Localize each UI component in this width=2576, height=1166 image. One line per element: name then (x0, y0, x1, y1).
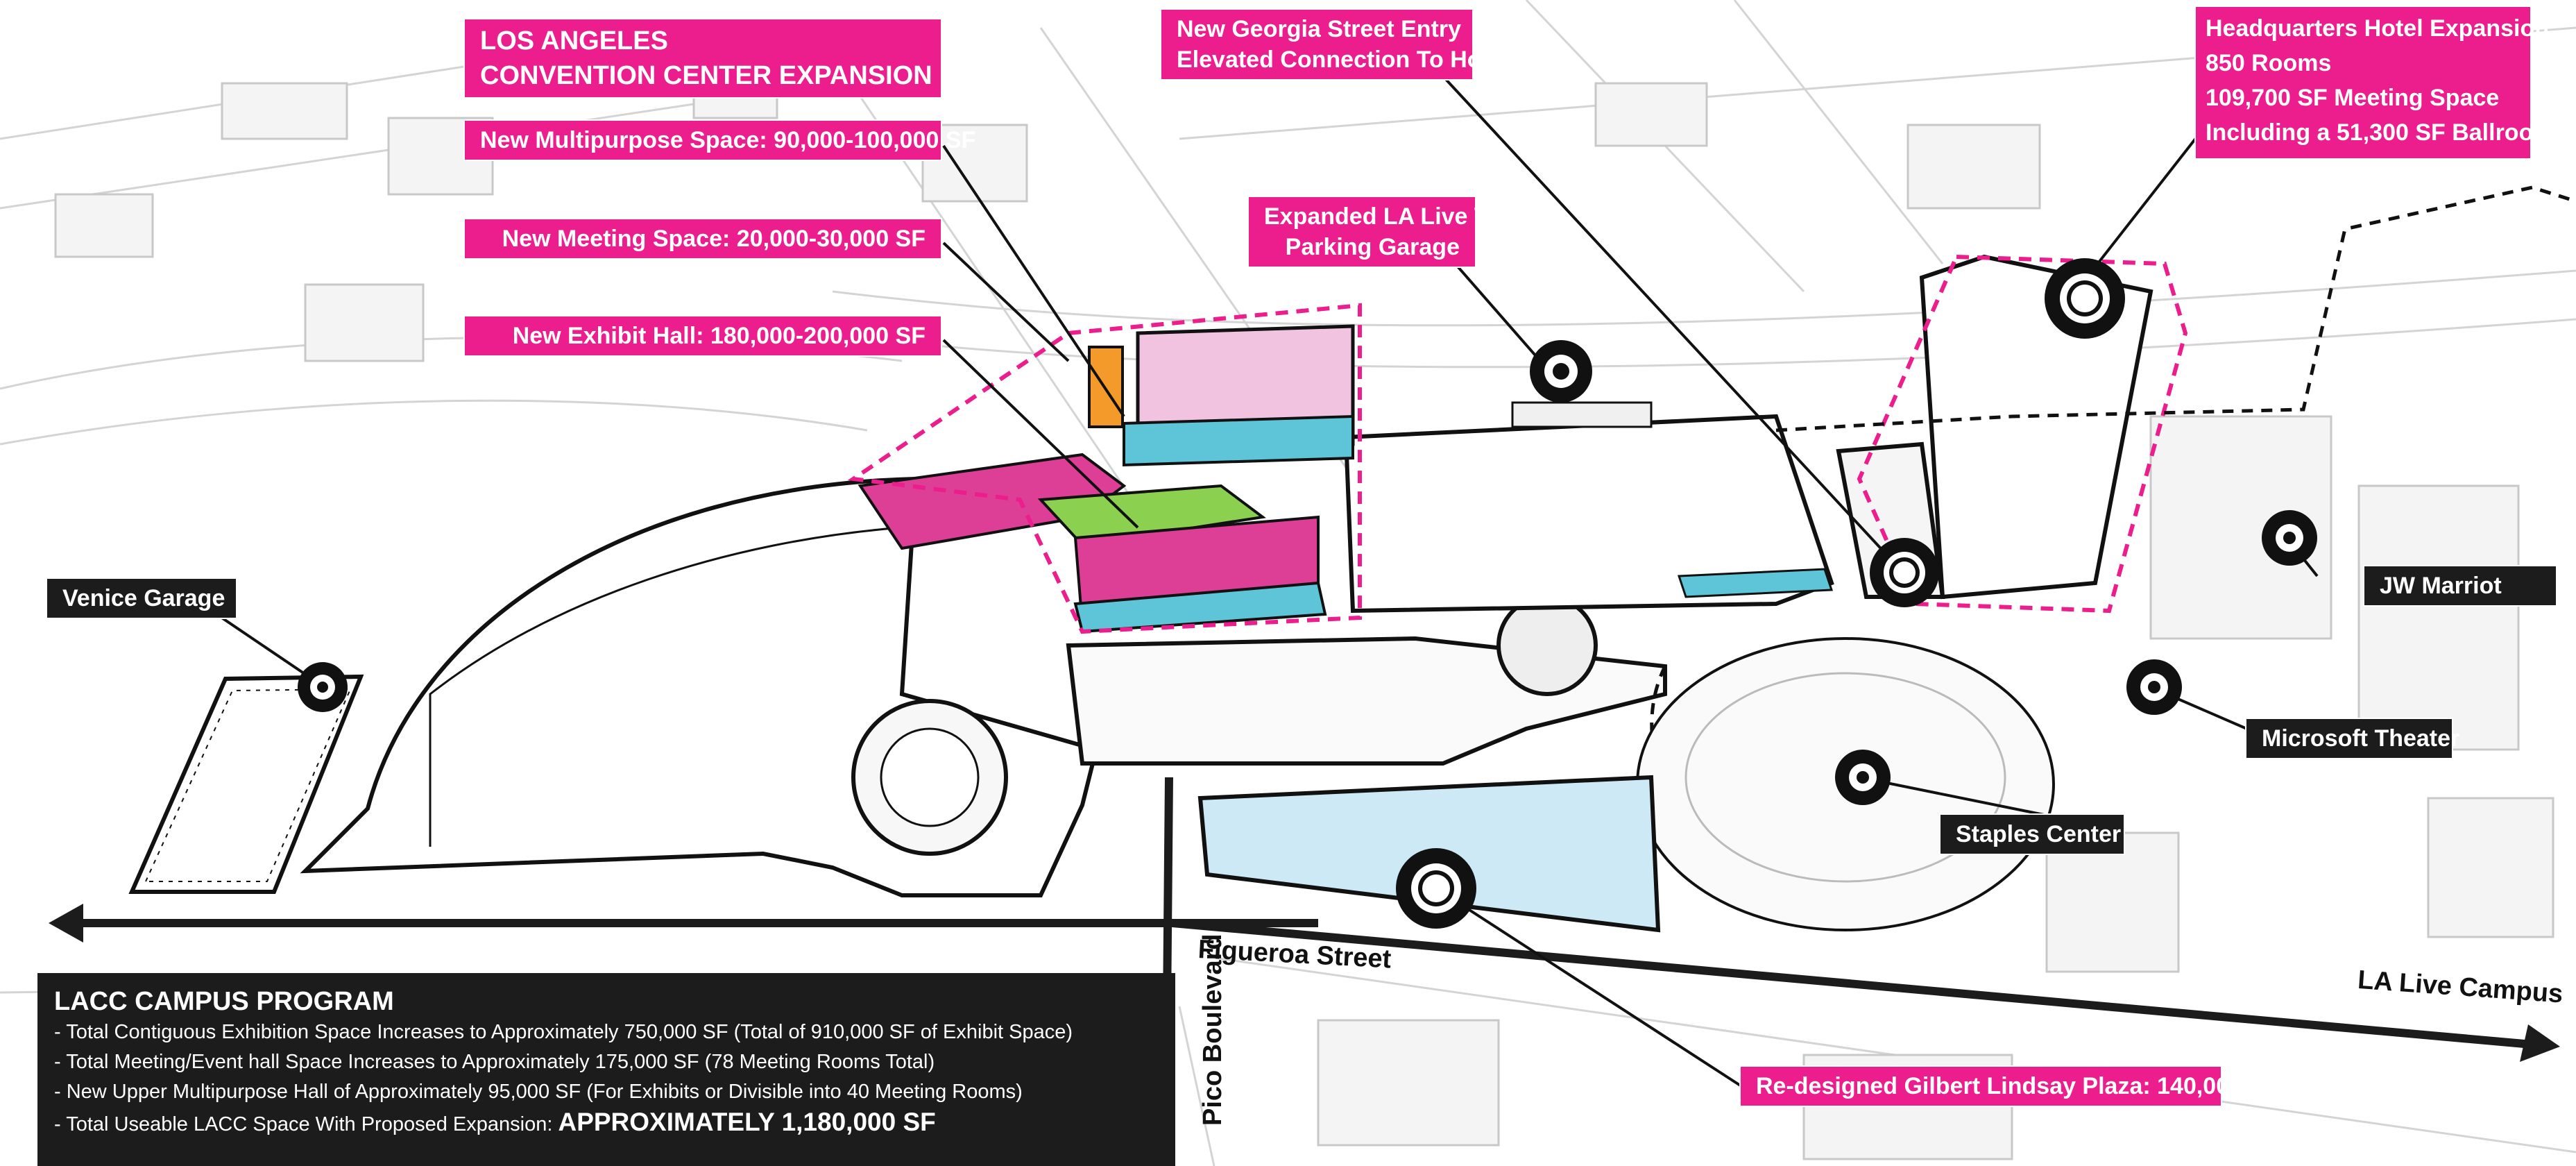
program-total-emphasis: APPROXIMATELY 1,180,000 SF (558, 1108, 936, 1136)
location-markers (298, 258, 2317, 929)
street-arrow-right-icon (2520, 1024, 2560, 1062)
georgia-line-2: Elevated Connection To Hotel (1177, 47, 1510, 73)
georgia-entry-marker-icon (1870, 538, 1939, 607)
expansion-building-floors (858, 324, 1834, 634)
convention-center-complex (300, 401, 1834, 897)
program-item: - Total Contiguous Exhibition Space Incr… (54, 1021, 1073, 1043)
program-item-total: - Total Useable LACC Space With Proposed… (54, 1107, 1159, 1140)
plaza-callout: Re-designed Gilbert Lindsay Plaza: 140,0… (1739, 1065, 2279, 1107)
garage-line-1: Expanded LA Live Way (1264, 203, 1522, 230)
background-buildings (54, 54, 2554, 1160)
meeting-callout: New Meeting Space: 20,000-30,000 SF (463, 218, 942, 260)
hotel-line-1: Headquarters Hotel Expansion: (2206, 15, 2557, 42)
hotel-boundary-dashed (1857, 254, 2188, 614)
lacc-campus-program-panel: LACC CAMPUS PROGRAM - Total Contiguous E… (37, 973, 1175, 1166)
program-title: LACC CAMPUS PROGRAM (54, 987, 394, 1016)
street-arrow-left-icon (49, 904, 83, 943)
garage-line-2: Parking Garage (1285, 234, 1460, 260)
hotel-line-2: 850 Rooms (2206, 50, 2332, 76)
figueroa-street-line (62, 919, 2533, 1049)
title-callout: LOS ANGELES CONVENTION CENTER EXPANSION (463, 18, 942, 99)
georgia-line-1: New Georgia Street Entry (1177, 16, 1462, 42)
georgia-entry-callout: New Georgia Street Entry Elevated Connec… (1160, 8, 1510, 81)
venice-garage-building (128, 674, 364, 894)
parking-garage-callout: Expanded LA Live Way Parking Garage (1247, 196, 1522, 268)
program-item: - Total Meeting/Event hall Space Increas… (54, 1051, 935, 1073)
exhibit-callout: New Exhibit Hall: 180,000-200,000 SF (463, 315, 942, 357)
hotel-line-3: 109,700 SF Meeting Space (2206, 85, 2500, 111)
plaza-marker-icon (1396, 848, 1476, 929)
expansion-boundary-dashed (847, 303, 1362, 634)
venice-garage-callout: Venice Garage (46, 577, 237, 619)
multipurpose-callout: New Multipurpose Space: 90,000-100,000 S… (463, 119, 975, 161)
title-line-2: CONVENTION CENTER EXPANSION (480, 61, 932, 90)
staples-center-callout: Staples Center (1939, 813, 2125, 855)
venice-garage-marker-icon (298, 662, 348, 712)
hotel-expansion-callout: Headquarters Hotel Expansion: 850 Rooms … (2194, 6, 2557, 160)
title-line-1: LOS ANGELES (480, 26, 668, 56)
program-total-text: - Total Useable LACC Space With Proposed… (54, 1113, 558, 1135)
hotel-marker-icon (2045, 258, 2125, 339)
hotel-line-4: Including a 51,300 SF Ballroom (2206, 119, 2554, 146)
pico-boulevard-label: Pico Boulevard (1198, 933, 1227, 1126)
jw-marriot-callout: JW Marriot (2363, 565, 2557, 607)
microsoft-theater-callout: Microsoft Theater (2245, 718, 2459, 759)
program-item: - New Upper Multipurpose Hall of Approxi… (54, 1081, 1023, 1103)
microsoft-theater-marker-icon (2126, 659, 2182, 715)
parking-garage-marker-icon (1530, 340, 1592, 403)
staples-center-marker-icon (1835, 750, 1891, 805)
jw-marriot-marker-icon (2262, 510, 2317, 566)
